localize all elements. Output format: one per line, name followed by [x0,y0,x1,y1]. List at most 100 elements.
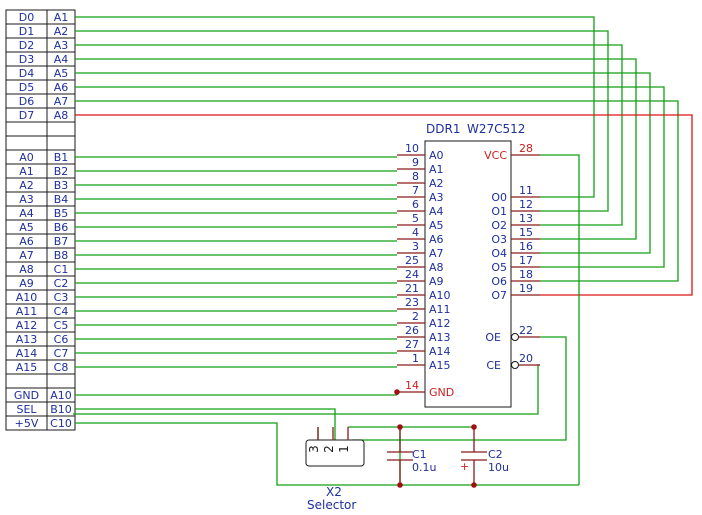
chip-pin-name: A6 [429,233,444,246]
connector-signal-label: GND [14,389,39,402]
data-bus-wire [75,86,665,268]
connector-signal-label: A3 [19,193,34,206]
chip-pin-number: 20 [519,352,533,365]
connector-signal-label: A10 [16,291,38,304]
chip-pin-name: A11 [429,303,451,316]
connector-signal-label: A11 [16,305,38,318]
connector-cell [5,135,48,151]
connector-pin-label: A10 [50,389,72,402]
data-bus-wire [75,44,623,226]
connector-pin-label: A3 [54,39,69,52]
connector-signal-label: A6 [19,235,34,248]
chip-ref: DDR1 [426,122,460,136]
chip-pin-name: A0 [429,149,444,162]
chip-value: W27C512 [467,122,525,136]
chip-pin-name: A2 [429,177,444,190]
chip-pin-number: 10 [405,142,419,155]
chip-pin-name: A13 [429,331,451,344]
chip-pin-name: A7 [429,247,444,260]
connector-signal-label: D7 [19,109,34,122]
connector-signal-label: D3 [19,53,34,66]
data-bus-wire [75,16,595,198]
chip-pin-name: O7 [491,289,507,302]
connector-signal-label: A1 [19,165,34,178]
x2-ref: X2 [326,485,342,499]
chip-pin-name: CE [486,359,501,372]
data-bus-wire [75,72,651,254]
chip-pin-number: 1 [412,352,419,365]
c2-polarity-mark: + [460,460,469,473]
chip-pin-number: 19 [519,282,533,295]
connector-cell [5,121,48,137]
chip-pin-name: O2 [491,219,507,232]
connector-pin-label: C2 [54,277,69,290]
data-bus-wire [75,114,693,296]
chip-pin-name: O6 [491,275,507,288]
connector-pin-label: C4 [54,305,69,318]
chip-pin-number: 26 [405,324,419,337]
connector-pin-label: B4 [54,193,69,206]
connector-pin-label: B7 [54,235,69,248]
chip-pin-number: 7 [412,184,419,197]
vcc-wire [540,154,580,485]
chip-pin-name: A8 [429,261,444,274]
data-bus-wire [75,30,609,212]
chip-pin-number: 5 [412,212,419,225]
c2-ref: C2 [488,448,503,461]
data-bus-wire [75,58,637,240]
junction-dot [397,424,403,430]
chip-gnd-name: GND [429,386,454,399]
selector-pin-number: 2 [322,445,336,453]
chip-pin-name: O3 [491,233,507,246]
junction-dot [471,482,477,488]
inversion-bubble [511,333,519,341]
c2-value: 10u [488,461,509,474]
chip-pin-number: 13 [519,212,533,225]
chip-pin-name: A12 [429,317,451,330]
connector-signal-label: D0 [19,11,34,24]
connector-cell [46,373,76,389]
chip-pin-number: 3 [412,240,419,253]
connector-pin-label: B5 [54,207,69,220]
connector-signal-label: D1 [19,25,34,38]
connector-pin-label: A6 [54,81,69,94]
connector-pin-label: B8 [54,249,69,262]
inversion-bubble [511,361,519,369]
chip-pin-number: 22 [519,324,533,337]
chip-pin-name: O5 [491,261,507,274]
chip-pin-number: 23 [405,296,419,309]
connector-pin-label: B3 [54,179,69,192]
chip-pin-number: 4 [412,226,419,239]
junction-dot [394,389,400,395]
chip-pin-number: 25 [405,254,419,267]
chip-gnd-number: 14 [405,379,419,392]
c1-ref: C1 [412,448,427,461]
connector-pin-label: A8 [54,109,69,122]
connector-signal-label: A8 [19,263,34,276]
chip-pin-name: A14 [429,345,451,358]
chip-pin-name: A5 [429,219,444,232]
chip-pin-name: A9 [429,275,444,288]
chip-pin-name: A15 [429,359,451,372]
connector-signal-label: A12 [16,319,38,332]
connector-signal-label: D6 [19,95,34,108]
chip-pin-number: 17 [519,254,533,267]
selector-pin-number: 3 [307,445,321,453]
oe-wire [352,336,567,441]
selector-pin-number: 1 [337,445,351,453]
connector-pin-label: B6 [54,221,69,234]
connector-pin-label: C1 [54,263,69,276]
chip-pin-number: 11 [519,184,533,197]
connector-pin-label: C7 [54,347,69,360]
connector-pin-label: B1 [54,151,69,164]
chip-pin-number: 6 [412,198,419,211]
connector-pin-label: B2 [54,165,69,178]
connector-cell [46,135,76,151]
connector-signal-label: +5V [15,417,39,430]
chip-pin-number: 9 [412,156,419,169]
chip-pin-number: 21 [405,282,419,295]
junction-dot [471,424,477,430]
